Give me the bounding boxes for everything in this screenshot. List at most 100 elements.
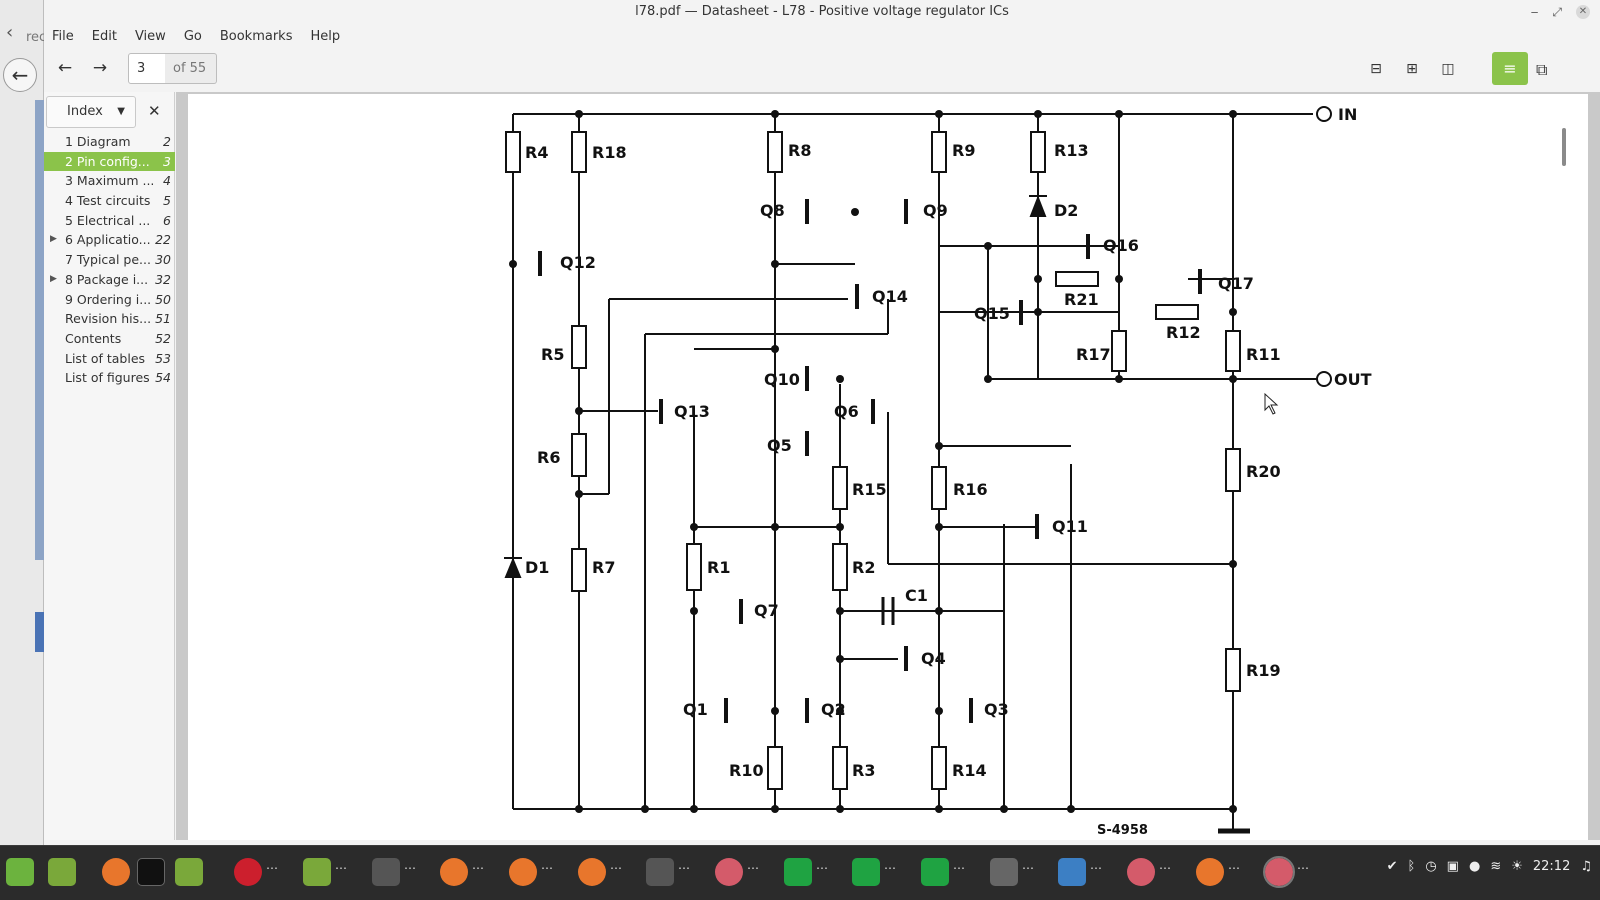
spreadsheet-icon[interactable]: [921, 858, 949, 886]
brightness-icon[interactable]: ☀: [1511, 858, 1523, 874]
firefox-window-icon[interactable]: [509, 858, 537, 886]
chevron-left-icon[interactable]: ‹: [6, 22, 14, 43]
expand-arrow-icon[interactable]: ▶: [50, 273, 57, 284]
menu-view[interactable]: View: [134, 28, 166, 44]
index-item-page: 2: [163, 134, 171, 149]
user-icon[interactable]: ●: [1468, 858, 1481, 874]
clock-icon[interactable]: ◷: [1425, 858, 1437, 874]
bluetooth-icon[interactable]: ᛒ: [1407, 858, 1416, 874]
index-item[interactable]: ▶8 Package i...32: [44, 270, 175, 290]
wifi-icon[interactable]: ≋: [1490, 858, 1502, 874]
label-Q14: Q14: [872, 287, 908, 306]
background-window-text: rec: [26, 30, 47, 45]
firefox-window-icon[interactable]: [578, 858, 606, 886]
opera-icon[interactable]: [234, 858, 262, 886]
menu-bookmarks[interactable]: Bookmarks: [219, 28, 293, 44]
arrow-right-icon[interactable]: →: [92, 58, 108, 78]
menu-help[interactable]: Help: [310, 28, 341, 44]
vertical-scrollbar[interactable]: [1562, 128, 1566, 166]
index-item-page: 4: [163, 173, 171, 189]
text-editor-icon[interactable]: [1058, 858, 1086, 886]
label-in: IN: [1338, 105, 1357, 124]
spreadsheet-icon[interactable]: [852, 858, 880, 886]
spreadsheet-icon[interactable]: [784, 858, 812, 886]
maximize-icon[interactable]: ⤢: [1552, 5, 1562, 19]
close-icon[interactable]: ✕: [1576, 5, 1590, 19]
firefox-window-icon[interactable]: [1196, 858, 1224, 886]
sidebar-close-icon[interactable]: ✕: [148, 102, 161, 120]
index-item[interactable]: 2 Pin config...3: [44, 151, 175, 172]
resistor-R4: [505, 131, 521, 173]
index-item[interactable]: 3 Maximum ...4: [44, 171, 175, 191]
index-item[interactable]: ▶6 Applicatio...22: [44, 230, 175, 250]
resistor-R21: [1055, 271, 1099, 287]
index-item-label: 2 Pin config...: [65, 153, 150, 169]
show-desktop-icon[interactable]: [48, 858, 76, 886]
files-icon[interactable]: [175, 858, 203, 886]
menu-edit[interactable]: Edit: [91, 28, 117, 44]
back-circle-icon[interactable]: ←: [3, 58, 37, 92]
index-item-page: 53: [155, 350, 171, 366]
page-number-input[interactable]: 3: [128, 53, 166, 84]
arrow-left-icon[interactable]: ←: [57, 58, 73, 78]
index-item-page: 22: [155, 232, 171, 248]
document-viewer-icon[interactable]: [715, 858, 743, 886]
index-item[interactable]: 9 Ordering i...50: [44, 290, 175, 310]
document-area[interactable]: IN OUT S-4958 R4 R18 R8 R9 R13 D2 Q8 Q9 …: [176, 92, 1600, 840]
diode-D1: [504, 557, 522, 578]
resistor-R3: [832, 746, 848, 790]
firefox-window-icon[interactable]: [440, 858, 468, 886]
resistor-R19: [1225, 648, 1241, 692]
minimize-icon[interactable]: ‒: [1530, 5, 1539, 19]
menu-file[interactable]: File: [52, 28, 74, 44]
dual-page-icon[interactable]: ⧉: [1536, 60, 1548, 79]
chevron-down-icon: ▼: [117, 106, 125, 117]
clock-time[interactable]: 22:12: [1532, 858, 1571, 874]
mint-menu-icon[interactable]: [6, 858, 34, 886]
sidebar-mode-select[interactable]: Index ▼: [46, 96, 136, 128]
zoom-out-icon[interactable]: ⊟: [1370, 61, 1382, 77]
index-item-page: 50: [155, 291, 171, 307]
taskbar: … … … … … … … … … … … … … … … … ✔ ᛒ ◷ ▣ …: [0, 845, 1600, 900]
label-Q13: Q13: [674, 402, 710, 421]
expand-arrow-icon[interactable]: ▶: [50, 234, 57, 245]
document-viewer-active-icon[interactable]: [1263, 856, 1295, 888]
resistor-R11: [1225, 330, 1241, 372]
terminal-icon[interactable]: [137, 858, 165, 886]
calculator-icon[interactable]: [990, 858, 1018, 886]
image-viewer-icon[interactable]: [372, 858, 400, 886]
label-D1: D1: [525, 558, 549, 577]
screenshot-icon[interactable]: ▣: [1446, 858, 1459, 874]
shield-icon[interactable]: ✔: [1386, 858, 1398, 874]
image-viewer-icon[interactable]: [646, 858, 674, 886]
fit-page-icon[interactable]: ◫: [1441, 61, 1455, 77]
index-item-label: 4 Test circuits: [65, 193, 151, 209]
background-panel-2: [35, 612, 44, 652]
folder-icon[interactable]: [303, 858, 331, 886]
firefox-icon[interactable]: [102, 858, 130, 886]
index-item[interactable]: 7 Typical pe...30: [44, 250, 175, 270]
label-D2: D2: [1054, 201, 1078, 220]
continuous-view-toggle[interactable]: ≡: [1492, 52, 1528, 85]
index-item[interactable]: Revision his...51: [44, 309, 175, 329]
label-Q12: Q12: [560, 253, 596, 272]
menu-go[interactable]: Go: [183, 28, 202, 44]
label-R9: R9: [952, 141, 975, 160]
music-icon[interactable]: ♫: [1580, 858, 1592, 874]
index-item[interactable]: 5 Electrical ...6: [44, 211, 175, 231]
label-code: S-4958: [1097, 823, 1148, 838]
label-Q5: Q5: [767, 436, 792, 455]
zoom-in-icon[interactable]: ⊞: [1406, 61, 1418, 77]
document-viewer-icon[interactable]: [1127, 858, 1155, 886]
circuit-schematic: IN OUT S-4958 R4 R18 R8 R9 R13 D2 Q8 Q9 …: [504, 105, 1372, 838]
index-item-label: 9 Ordering i...: [65, 291, 152, 307]
resistor-R20: [1225, 448, 1241, 492]
label-Q4: Q4: [921, 649, 946, 668]
label-R17: R17: [1076, 345, 1111, 364]
